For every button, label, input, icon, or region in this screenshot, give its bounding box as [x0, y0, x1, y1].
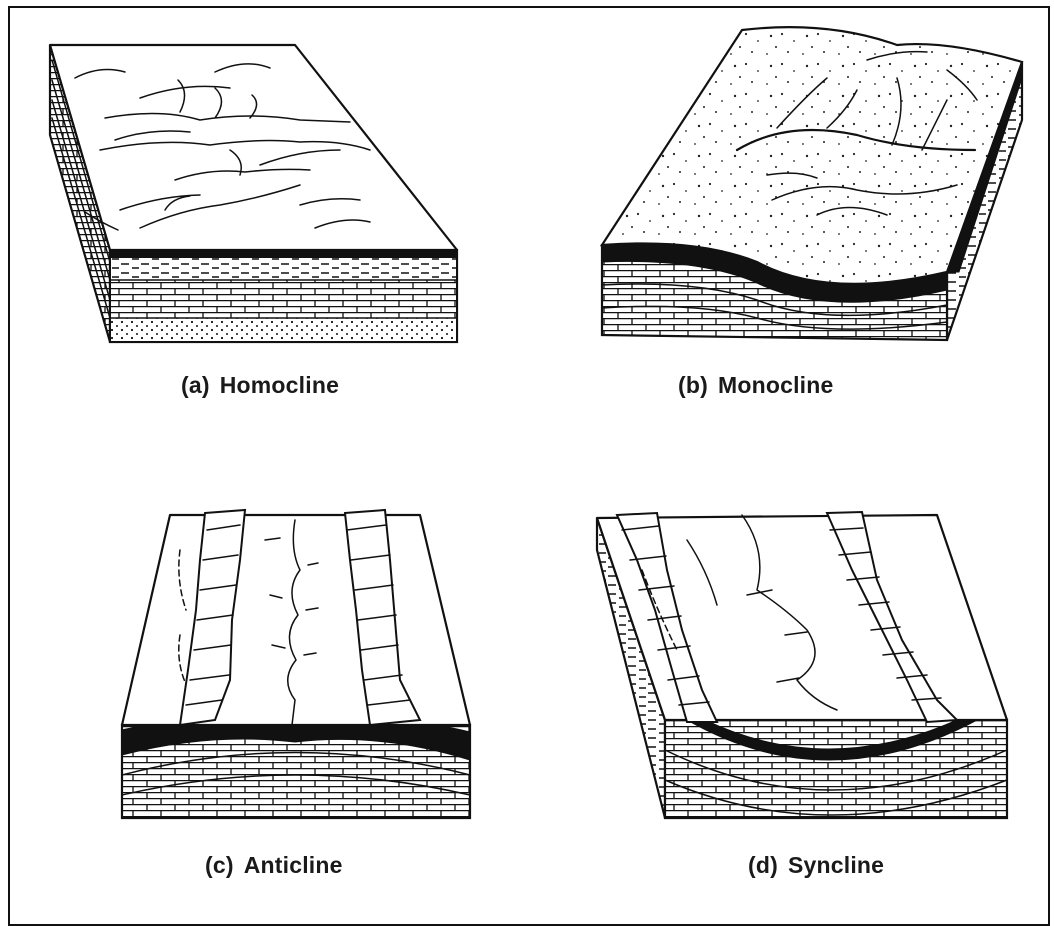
caption-name: Monocline: [718, 372, 834, 398]
anticline-diagram: [0, 420, 527, 900]
homocline-diagram: [0, 0, 527, 420]
syncline-diagram: [527, 420, 1054, 900]
monocline-diagram: [527, 0, 1054, 420]
caption-syncline: (d) Syncline: [748, 852, 884, 879]
caption-letter: (b): [678, 372, 708, 398]
caption-homocline: (a) Homocline: [181, 372, 339, 399]
homocline-sandstone-bed: [111, 318, 456, 341]
homocline-dark-bed: [110, 250, 457, 258]
panel-anticline: (c) Anticline: [0, 420, 527, 900]
caption-letter: (c): [205, 852, 234, 878]
caption-name: Anticline: [244, 852, 343, 878]
caption-name: Homocline: [220, 372, 339, 398]
caption-letter: (a): [181, 372, 210, 398]
panel-syncline: (d) Syncline: [527, 420, 1054, 900]
caption-name: Syncline: [788, 852, 884, 878]
homocline-limestone-bed: [111, 280, 456, 318]
homocline-shale-bed: [111, 258, 456, 280]
caption-anticline: (c) Anticline: [205, 852, 343, 879]
panel-homocline: (a) Homocline: [0, 0, 527, 420]
anticline-top-surface: [122, 515, 470, 725]
panel-monocline: (b) Monocline: [527, 0, 1054, 420]
caption-monocline: (b) Monocline: [678, 372, 834, 399]
caption-letter: (d): [748, 852, 778, 878]
